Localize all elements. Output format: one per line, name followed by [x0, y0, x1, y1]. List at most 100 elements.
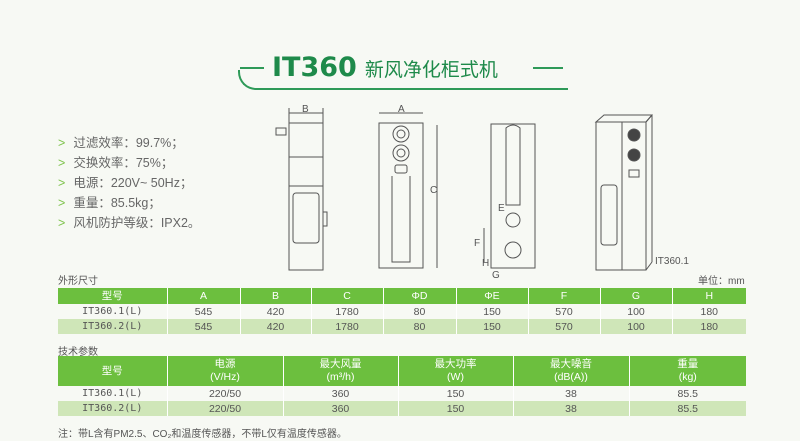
table-cell: 80 — [382, 304, 456, 319]
table-cell: 360 — [282, 401, 398, 416]
table-cell: 100 — [599, 319, 672, 334]
table-cell: 570 — [527, 304, 600, 319]
feature-item: > 风机防护等级：IPX2。 — [58, 213, 200, 233]
product-drawings — [275, 108, 654, 271]
table-cell: 150 — [397, 401, 513, 416]
table-cell: 150 — [455, 304, 528, 319]
column-header: G — [599, 288, 672, 304]
dimensions-title: 外形尺寸 — [58, 276, 98, 287]
table-cell: 360 — [282, 386, 398, 401]
feature-item: > 过滤效率：99.7%； — [58, 133, 200, 153]
column-header: 重量(kg) — [628, 356, 746, 386]
table-cell: 150 — [455, 319, 528, 334]
table-cell: 220/50 — [166, 401, 283, 416]
table-cell: 420 — [239, 319, 311, 334]
table-cell: 150 — [397, 386, 513, 401]
column-header-line: 型号 — [101, 364, 123, 377]
column-header: B — [239, 288, 311, 304]
chevron-right-icon: > — [58, 216, 66, 230]
column-header-line: 最大功率 — [434, 358, 477, 370]
dim-label-a: A — [398, 104, 405, 115]
3d-view-drawing — [594, 114, 654, 271]
page-title: IT360 新风净化柜式机 — [272, 52, 498, 83]
dim-label-b: B — [302, 104, 309, 115]
feature-text: 重量：85.5kg； — [73, 196, 161, 210]
table-cell: 420 — [239, 304, 311, 319]
feature-list: >过滤效率：99.7%； >交换效率：75%； >电源：220V~ 50Hz； … — [58, 133, 200, 233]
table-cell: 180 — [671, 319, 746, 334]
dim-label-g: G — [492, 270, 500, 281]
column-header: 最大功率(W) — [397, 356, 513, 386]
table-header-row: 型号电源(V/Hz)最大风量(m³/h)最大功率(W)最大噪音(dB(A))重量… — [58, 356, 746, 386]
feature-text: 交换效率：75%； — [73, 156, 174, 170]
chevron-right-icon: > — [58, 176, 66, 190]
title-model: IT360 — [272, 52, 357, 83]
front-view-drawing — [378, 112, 438, 269]
unit-label: 单位：mm — [698, 276, 745, 287]
table-cell: IT360.2(L) — [58, 401, 167, 416]
title-frame-gap-right — [521, 60, 561, 72]
table-cell: 570 — [527, 319, 600, 334]
chevron-right-icon: > — [58, 196, 66, 210]
specs-table: 型号电源(V/Hz)最大风量(m³/h)最大功率(W)最大噪音(dB(A))重量… — [58, 356, 746, 416]
dim-label-h: H — [482, 258, 490, 269]
column-header: 型号 — [58, 356, 167, 386]
table-cell: 85.5 — [628, 401, 746, 416]
table-cell: 545 — [166, 304, 240, 319]
specs-title: 技术参数 — [58, 347, 98, 358]
column-header: ΦE — [455, 288, 528, 304]
column-header-line: (dB(A)) — [554, 371, 588, 383]
column-header-line: (m³/h) — [326, 371, 355, 383]
table-cell: 545 — [166, 319, 240, 334]
chevron-right-icon: > — [58, 136, 66, 150]
table-cell: 1780 — [310, 304, 383, 319]
side-view-drawing — [275, 108, 328, 271]
feature-item: > 重量：85.5kg； — [58, 193, 200, 213]
title-frame — [238, 60, 568, 90]
column-header: 电源(V/Hz) — [166, 356, 283, 386]
table-cell: 38 — [512, 386, 629, 401]
column-header-line: 重量 — [677, 358, 699, 370]
title-line-right-2 — [533, 67, 563, 69]
title-line-left — [240, 67, 264, 69]
column-header: 最大风量(m³/h) — [282, 356, 398, 386]
column-header-line: 最大噪音 — [550, 358, 592, 370]
column-header-line: (W) — [447, 371, 464, 383]
column-header: F — [527, 288, 600, 304]
column-header-line: 电源 — [214, 358, 236, 370]
back-view-drawing — [483, 123, 536, 269]
feature-text: 风机防护等级：IPX2。 — [73, 216, 201, 230]
feature-item: > 电源：220V~ 50Hz； — [58, 173, 200, 193]
column-header: 最大噪音(dB(A)) — [512, 356, 629, 386]
column-header-line: 最大风量 — [319, 358, 362, 370]
column-header: 型号 — [58, 288, 167, 304]
dim-label-c: C — [430, 185, 438, 196]
column-header: ΦD — [382, 288, 456, 304]
footnote: 注：带L含有PM2.5、CO₂和温度传感器，不带L仅有温度传感器。 — [58, 429, 347, 440]
dim-label-e: E — [498, 203, 505, 214]
table-cell: 85.5 — [628, 386, 746, 401]
column-header: H — [671, 288, 746, 304]
table-cell: 38 — [512, 401, 629, 416]
table-cell: 180 — [671, 304, 746, 319]
title-name: 新风净化柜式机 — [364, 60, 498, 81]
column-header-line: (kg) — [678, 371, 697, 383]
column-header-line: (V/Hz) — [210, 371, 240, 383]
dim-label-f: F — [474, 238, 481, 249]
drawing-caption: IT360.1 — [655, 256, 689, 267]
table-cell: IT360.2(L) — [58, 319, 167, 334]
feature-item: >交换效率：75%； — [58, 153, 200, 173]
column-header: C — [310, 288, 383, 304]
table-cell: 100 — [599, 304, 672, 319]
feature-text: 电源：220V~ 50Hz； — [73, 176, 193, 190]
table-cell: IT360.1(L) — [82, 306, 143, 317]
table-cell: 220/50 — [166, 386, 283, 401]
table-cell: 80 — [382, 319, 456, 334]
feature-text: 过滤效率：99.7%； — [73, 136, 184, 150]
